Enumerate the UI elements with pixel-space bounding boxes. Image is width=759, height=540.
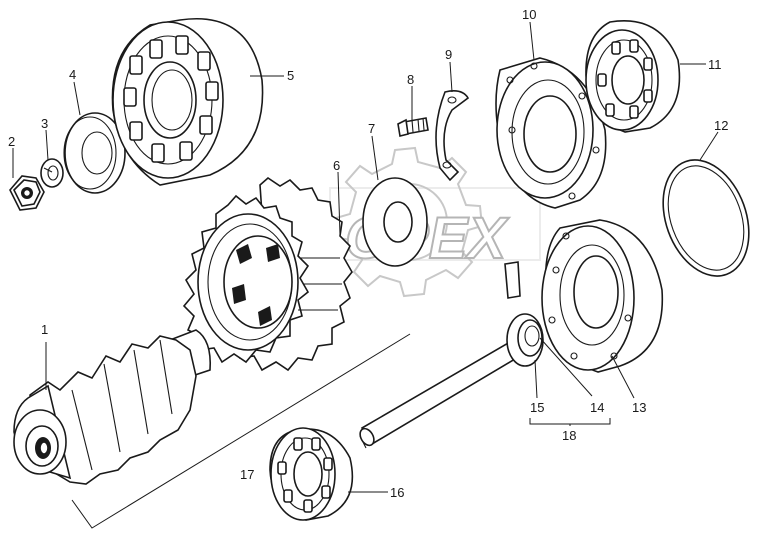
part-1-pinion-shaft bbox=[13, 329, 212, 485]
callout-13: 13 bbox=[632, 400, 646, 415]
callout-10: 10 bbox=[522, 7, 536, 22]
part-8-bolt bbox=[397, 117, 429, 137]
part-11-roller-bearing bbox=[585, 20, 681, 133]
part-3-lock-washer bbox=[40, 158, 64, 188]
callout-11: 11 bbox=[708, 57, 722, 72]
callout-labels: 1 2 3 4 5 6 7 8 9 10 11 12 13 14 15 16 1… bbox=[8, 7, 728, 500]
callout-12: 12 bbox=[714, 118, 728, 133]
callout-17: 17 bbox=[240, 467, 254, 482]
part-14-shaft-collar bbox=[506, 313, 544, 367]
part-6-gear bbox=[182, 176, 353, 372]
part-9-locking-plate bbox=[435, 90, 470, 182]
callout-14: 14 bbox=[590, 400, 604, 415]
callout-5: 5 bbox=[287, 68, 294, 83]
leader-lines bbox=[12, 21, 719, 529]
part-2-nut bbox=[9, 175, 45, 211]
callout-6: 6 bbox=[333, 158, 340, 173]
part-15-axle bbox=[359, 261, 522, 449]
part-16-roller-bearing bbox=[269, 427, 354, 521]
callout-18: 18 bbox=[562, 428, 576, 443]
callout-15: 15 bbox=[530, 400, 544, 415]
callout-4: 4 bbox=[69, 67, 76, 82]
callout-2: 2 bbox=[8, 134, 15, 149]
part-13-housing-cover bbox=[541, 219, 664, 373]
callout-16: 16 bbox=[390, 485, 404, 500]
part-4-washer bbox=[63, 112, 126, 194]
callout-1: 1 bbox=[41, 322, 48, 337]
part-12-ring bbox=[662, 159, 750, 277]
part-10-cover bbox=[495, 57, 607, 209]
part-7-spacer bbox=[362, 177, 428, 267]
callout-3: 3 bbox=[41, 116, 48, 131]
callout-9: 9 bbox=[445, 47, 452, 62]
part-5-roller-bearing bbox=[111, 18, 264, 186]
callout-8: 8 bbox=[407, 72, 414, 87]
callout-7: 7 bbox=[368, 121, 375, 136]
